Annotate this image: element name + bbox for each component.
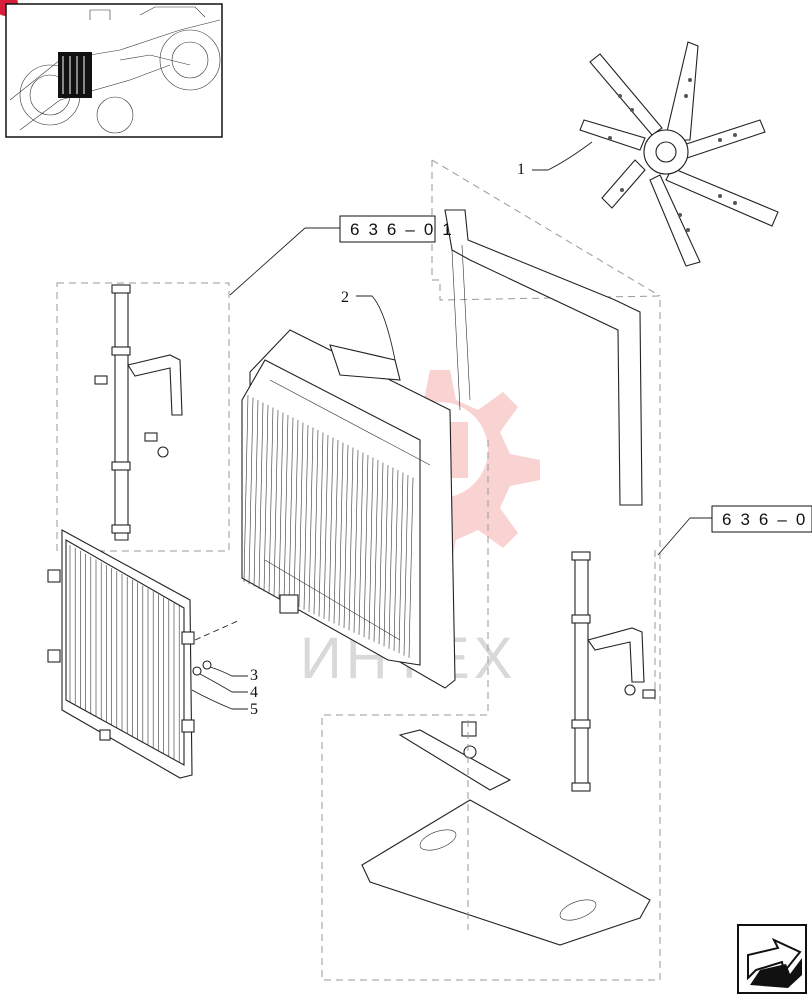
callout-3: 3 — [209, 666, 258, 684]
radiator-fin — [343, 444, 349, 629]
callout-1: 1 — [517, 141, 593, 178]
radiator-fin — [358, 452, 364, 635]
reference-label-a: 636–01 — [350, 220, 461, 239]
oil-cooler-part-5 — [47, 529, 195, 779]
reference-box-636-01: 636–01 — [229, 215, 461, 296]
dashed-assembly-outlines — [56, 159, 661, 981]
svg-text:1: 1 — [517, 161, 525, 178]
radiator-fin — [273, 409, 279, 596]
radiator-fin — [328, 437, 334, 622]
radiator-fin — [363, 454, 369, 638]
radiator-fin — [293, 419, 299, 606]
radiator-fin — [408, 477, 414, 658]
svg-text:5: 5 — [250, 701, 258, 718]
radiator-fin — [263, 404, 269, 592]
radiator-fin — [333, 439, 339, 624]
radiator-fin — [278, 412, 284, 599]
radiator-fin — [253, 399, 259, 587]
radiator-fin — [388, 467, 394, 649]
right-hose-assembly — [571, 551, 656, 792]
reference-label-b: 636–0 — [722, 510, 812, 529]
tractor-locator-thumbnail — [5, 3, 223, 138]
callout-4: 4 — [199, 673, 258, 701]
radiator-fin — [298, 422, 304, 608]
radiator-fin — [378, 462, 384, 645]
reference-box-636-0: 636–0 — [657, 505, 812, 556]
radiator-fin — [403, 474, 409, 656]
radiator-fin — [323, 434, 329, 619]
svg-text:2: 2 — [341, 289, 349, 306]
radiator-fin — [353, 449, 359, 633]
radiator-fin — [398, 472, 404, 654]
callout-5: 5 — [191, 689, 258, 718]
radiator-fin — [258, 402, 264, 589]
bottom-bracket — [361, 720, 651, 946]
radiator-fin — [313, 429, 319, 615]
fan-part-1 — [579, 41, 779, 267]
radiator-fin — [243, 394, 249, 583]
radiator-fin — [383, 464, 389, 647]
radiator-fin — [248, 397, 254, 585]
fasteners-parts-3-4 — [192, 619, 241, 676]
radiator-fin — [373, 459, 379, 642]
radiator-fin — [348, 447, 354, 631]
svg-text:3: 3 — [250, 667, 258, 684]
svg-text:4: 4 — [250, 684, 258, 701]
next-page-arrow-icon[interactable] — [737, 924, 807, 994]
radiator-fin — [283, 414, 289, 601]
radiator-fin — [318, 432, 324, 617]
callout-2: 2 — [341, 289, 396, 361]
left-hose-assembly — [94, 284, 183, 541]
radiator-part-2 — [241, 329, 456, 689]
radiator-fin — [338, 442, 344, 626]
radiator-fin — [308, 427, 314, 612]
radiator-fin — [368, 457, 374, 640]
radiator-fin — [393, 469, 399, 652]
upper-hose — [444, 209, 643, 506]
radiator-fin — [303, 424, 309, 610]
radiator-fin — [288, 417, 294, 603]
